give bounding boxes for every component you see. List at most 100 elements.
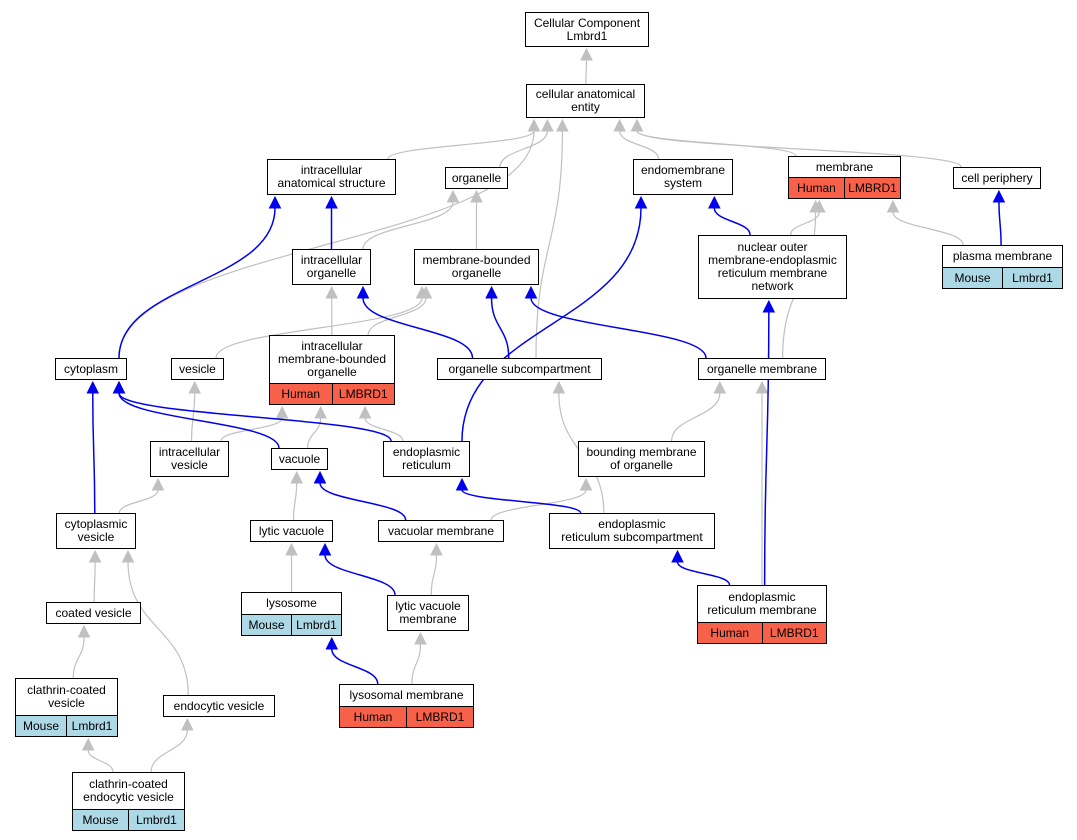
edge-is_a [307, 417, 322, 449]
go-term-vacuole[interactable]: vacuole [271, 448, 328, 470]
edge-is_a [87, 749, 114, 773]
go-term-lyticvacmem[interactable]: lytic vacuole membrane [387, 595, 469, 631]
edge-arrowhead [181, 717, 194, 731]
edge-arrowhead [325, 285, 338, 299]
edge-part_of [331, 648, 379, 685]
edge-is_a [93, 561, 96, 603]
go-term-vesicle[interactable]: vesicle [171, 358, 224, 380]
go-term-nuclouter[interactable]: nuclear outer membrane-endoplasmic retic… [698, 235, 847, 299]
annotation-species: Mouse [73, 810, 129, 830]
go-term-ivesicle[interactable]: intracellular vesicle [150, 441, 229, 477]
edge-arrowhead [151, 477, 165, 491]
edge-arrowhead [356, 285, 370, 299]
edge-is_a [150, 729, 188, 773]
go-term-label: nuclear outer membrane-endoplasmic retic… [708, 240, 837, 293]
go-term-mbo[interactable]: membrane-bounded organelle [414, 249, 539, 285]
go-term-cytovesicle[interactable]: cytoplasmic vesicle [56, 513, 136, 549]
edge-arrowhead [552, 380, 566, 394]
go-term-imbo[interactable]: intracellular membrane-bounded organelle… [269, 335, 395, 405]
go-term-label: vacuolar membrane [387, 523, 495, 538]
go-term-root[interactable]: Cellular Component Lmbrd1 [525, 12, 649, 47]
edge-arrowhead [86, 380, 100, 394]
go-term-ersub[interactable]: endoplasmic reticulum subcompartment [549, 513, 715, 549]
annotation-row: Mouse Lmbrd1 [73, 809, 184, 830]
go-term-label: endoplasmic reticulum [392, 445, 461, 472]
go-term-cytoplasm[interactable]: cytoplasm [55, 358, 127, 380]
go-term-boundmem[interactable]: bounding membrane of organelle [578, 441, 705, 477]
go-term-er[interactable]: endoplasmic reticulum [383, 441, 470, 477]
edge-part_of [92, 392, 96, 514]
edge-is_a [789, 211, 820, 236]
edge-arrowhead [470, 189, 483, 203]
go-term-label: Cellular Component Lmbrd1 [533, 15, 641, 43]
go-term-endocytic[interactable]: endocytic vesicle [163, 695, 275, 717]
edge-is_a [190, 392, 196, 442]
go-term-lyticvac[interactable]: lytic vacuole [250, 520, 333, 542]
edge-arrowhead [121, 549, 135, 563]
edge-is_a [619, 130, 660, 160]
go-term-organelle[interactable]: organelle [445, 167, 508, 189]
edge-arrowhead [81, 737, 95, 751]
edge-arrowhead [414, 631, 427, 645]
edge-arrowhead [314, 405, 327, 419]
go-term-iorg[interactable]: intracellular organelle [292, 249, 371, 285]
edge-is_a [430, 554, 438, 596]
go-term-label: lysosomal membrane [349, 688, 464, 702]
go-term-label: membrane [815, 159, 874, 174]
go-term-orgsub[interactable]: organelle subcompartment [437, 358, 602, 380]
edge-arrowhead [580, 47, 593, 61]
go-term-coated[interactable]: coated vesicle [46, 602, 141, 624]
edge-arrowhead [556, 118, 569, 132]
edge-is_a [490, 489, 587, 521]
annotation-gene: Lmbrd1 [136, 812, 177, 827]
edge-part_of [118, 207, 276, 359]
edge-is_a [671, 392, 721, 442]
edge-arrowhead [613, 118, 626, 132]
go-term-ias[interactable]: intracellular anatomical structure [267, 159, 396, 195]
go-term-label: lytic vacuole membrane [395, 599, 461, 626]
go-term-label: vesicle [179, 361, 216, 376]
annotation-species: Human [698, 623, 763, 643]
annotation-species: Mouse [943, 268, 1003, 288]
edge-arrowhead [88, 549, 102, 563]
edge-arrowhead [313, 470, 327, 484]
edge-is_a [411, 643, 422, 685]
go-term-label: endoplasmic reticulum membrane [707, 590, 817, 617]
edge-arrowhead [318, 542, 332, 556]
go-term-orgmem[interactable]: organelle membrane [698, 358, 826, 380]
edge-arrowhead [430, 542, 443, 556]
edge-arrowhead [290, 470, 304, 484]
go-term-label: intracellular organelle [300, 253, 363, 280]
go-term-cae[interactable]: cellular anatomical entity [526, 84, 645, 118]
edge-is_a [292, 482, 298, 521]
edge-arrowhead [415, 285, 429, 299]
edge-is_a [636, 130, 962, 168]
annotation-gene: LMBRD1 [415, 709, 465, 724]
go-term-label: lytic vacuole [258, 523, 325, 538]
go-term-cellperiph[interactable]: cell periphery [953, 167, 1041, 189]
go-term-label: cytoplasmic vesicle [64, 517, 128, 544]
edge-arrowhead [112, 380, 126, 394]
edge-arrowhead [268, 195, 282, 209]
go-term-label: intracellular anatomical structure [277, 163, 386, 190]
go-term-label: clathrin-coated endocytic vesicle [83, 777, 174, 804]
go-term-label: intracellular vesicle [158, 445, 221, 472]
go-term-endosys[interactable]: endomembrane system [633, 159, 733, 195]
go-term-label: clathrin-coated vesicle [27, 683, 106, 710]
edge-arrowhead [708, 195, 721, 209]
edge-part_of [763, 311, 770, 586]
edge-arrowhead [579, 477, 593, 491]
go-term-vacmem[interactable]: vacuolar membrane [378, 520, 504, 542]
annotation-species: Mouse [16, 716, 67, 736]
